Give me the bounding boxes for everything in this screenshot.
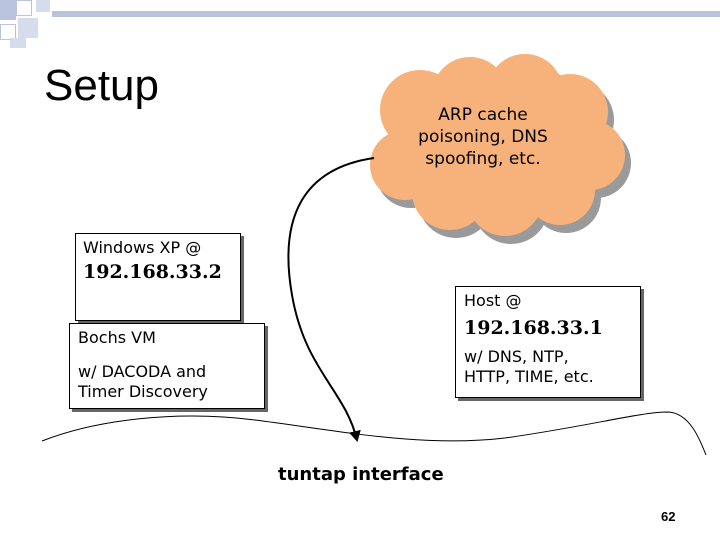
host-services-line1: w/ DNS, NTP, bbox=[464, 347, 569, 366]
bochs-label: Bochs VM bbox=[78, 328, 156, 347]
ground-line bbox=[41, 411, 707, 456]
windows-ip: 192.168.33.2 bbox=[83, 261, 222, 283]
cloud-text: ARP cache poisoning, DNS spoofing, etc. bbox=[418, 105, 548, 169]
windows-xp-box: Windows XP @ 192.168.33.2 bbox=[75, 233, 241, 321]
windows-label: Windows XP @ bbox=[83, 238, 202, 257]
slide-title: Setup bbox=[44, 61, 159, 110]
tuntap-interface-label: tuntap interface bbox=[278, 464, 444, 485]
host-label: Host @ bbox=[464, 291, 522, 310]
curved-arrow bbox=[287, 157, 375, 442]
bochs-detail-line1: w/ DACODA and bbox=[78, 362, 207, 381]
host-box: Host @ 192.168.33.1 w/ DNS, NTP, HTTP, T… bbox=[455, 286, 641, 398]
bochs-detail-line2: Timer Discovery bbox=[78, 382, 208, 401]
host-ip: 192.168.33.1 bbox=[464, 317, 603, 339]
cloud-shape bbox=[370, 54, 625, 236]
page-number: 62 bbox=[661, 509, 676, 524]
bochs-vm-box: Bochs VM w/ DACODA and Timer Discovery bbox=[69, 323, 265, 409]
header-bar bbox=[52, 11, 720, 17]
host-services-line2: HTTP, TIME, etc. bbox=[464, 367, 594, 386]
